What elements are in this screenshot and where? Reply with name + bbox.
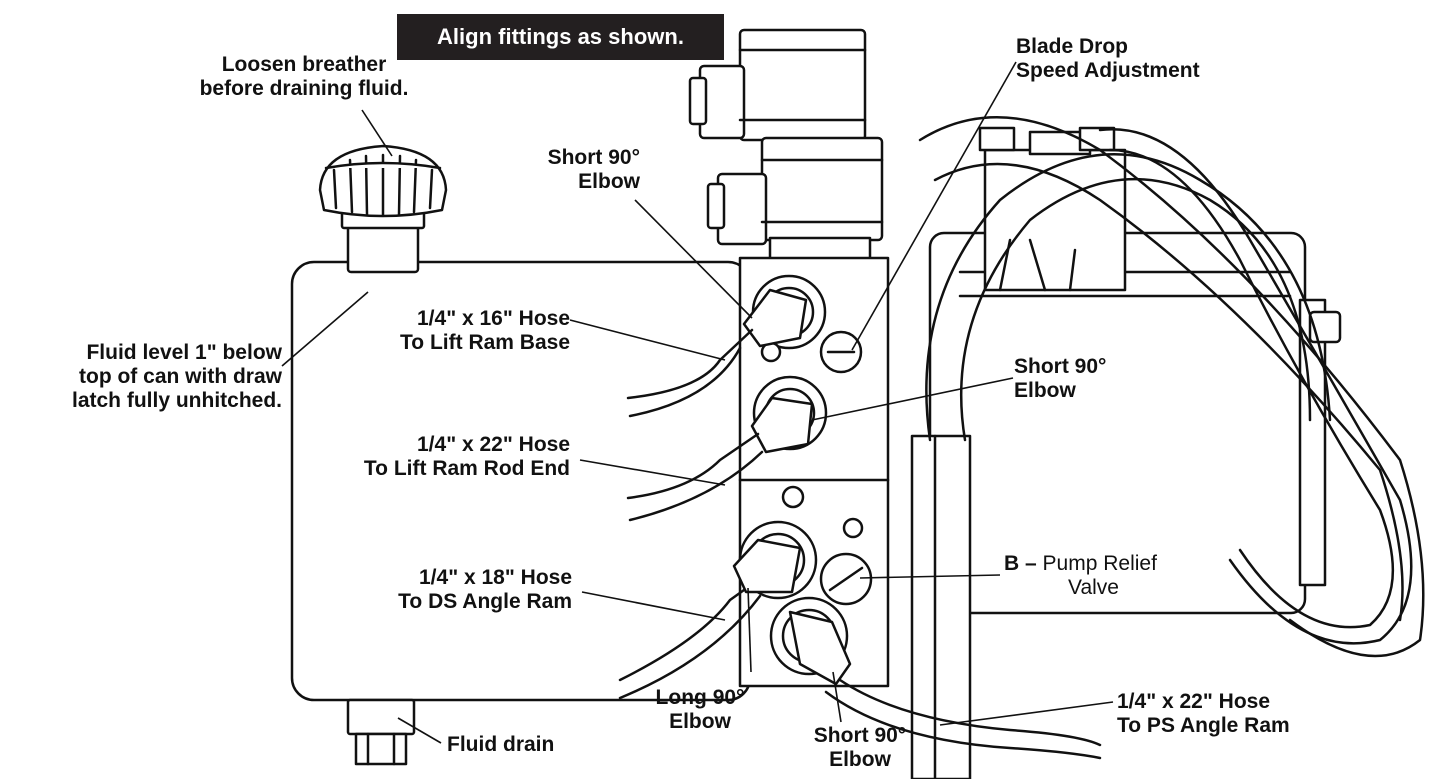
fluid-level-label: Fluid level 1" below top of can with dra… [71, 341, 282, 412]
pump-housing [928, 126, 1342, 615]
breather-label: Loosen breather before draining fluid. [199, 53, 409, 100]
solenoid-coils [688, 28, 884, 262]
elbow-fittings [732, 288, 852, 686]
leader-lines [281, 61, 1114, 744]
fluid-drain-fitting [346, 698, 416, 766]
vertical-tubes [910, 434, 972, 779]
short-elbow-mid-label: Short 90° Elbow [1014, 355, 1107, 402]
hose-16-label: 1/4" x 16" Hose To Lift Ram Base [400, 307, 570, 354]
hose-22-ps-label: 1/4" x 22" Hose To PS Angle Ram [1117, 690, 1290, 737]
hose-22-rod-label: 1/4" x 22" Hose To Lift Ram Rod End [363, 433, 570, 480]
long-elbow-label: Long 90° Elbow [655, 686, 745, 733]
align-fittings-banner: Align fittings as shown. [397, 14, 724, 60]
fluid-drain-label: Fluid drain [447, 733, 555, 756]
hoses [618, 116, 1425, 760]
blade-drop-label: Blade Drop Speed Adjustment [1016, 35, 1200, 82]
pump-relief-label: B – Pump Relief Valve [1004, 552, 1157, 599]
hose-18-label: 1/4" x 18" Hose To DS Angle Ram [398, 566, 572, 613]
short-elbow-top-label: Short 90° Elbow [547, 146, 640, 193]
breather-cap [318, 144, 448, 274]
short-elbow-bottom-label: Short 90° Elbow [813, 724, 907, 771]
